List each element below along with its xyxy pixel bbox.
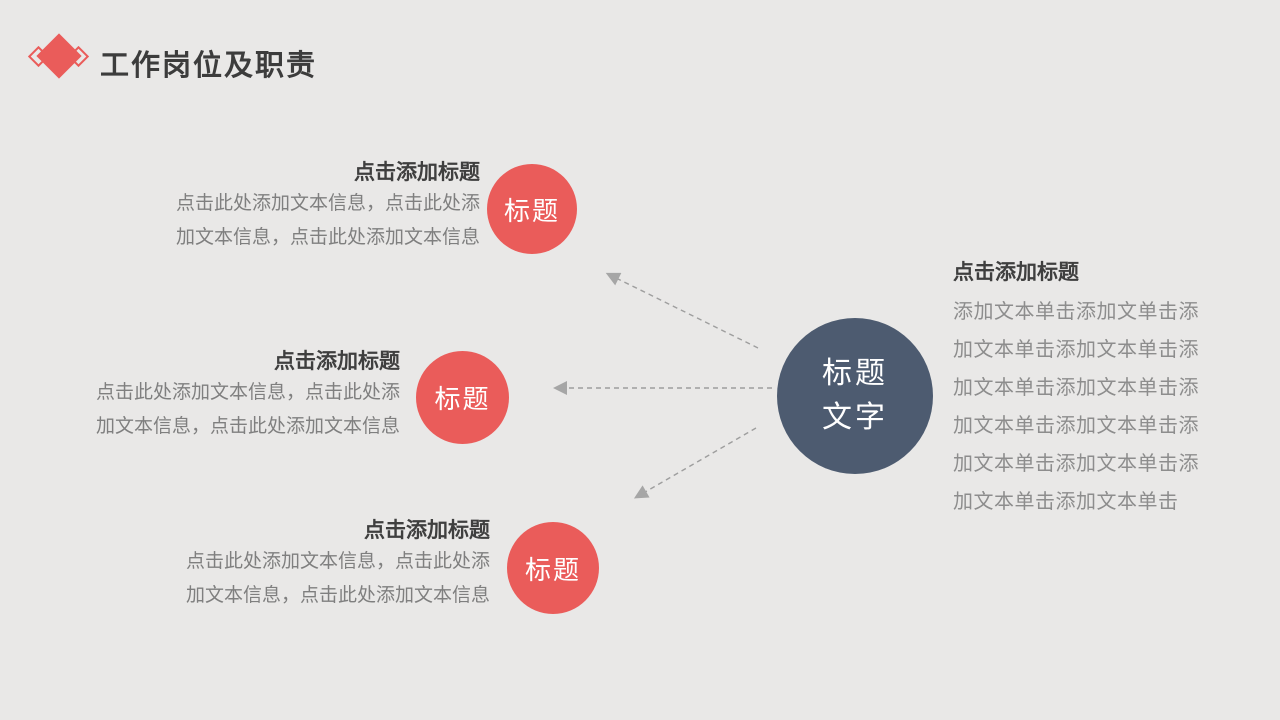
arrow-to-branch-3-icon [633, 427, 757, 499]
branch-1-body-line-2[interactable]: 加文本信息，点击此处添加文本信息 [175, 227, 480, 248]
branch-1-badge-circle[interactable]: 标题 [487, 164, 577, 254]
center-circle-label-line-1: 标题 [822, 357, 888, 390]
branch-2-badge-circle[interactable]: 标题 [416, 351, 509, 444]
center-circle[interactable]: 标题 文字 [777, 318, 933, 474]
branch-3-badge-circle[interactable]: 标题 [507, 522, 599, 614]
branch-2-heading[interactable]: 点击添加标题 [274, 350, 400, 373]
slide-title: 工作岗位及职责 [100, 50, 318, 82]
right-text-panel[interactable]: 点击添加标题 添加文本单击添加文单击添 加文本单击添加文本单击添 加文本单击添加… [953, 261, 1233, 521]
right-panel-line[interactable]: 加文本单击添加文本单击添 [953, 415, 1199, 437]
branch-2-body-line-2[interactable]: 加文本信息，点击此处添加文本信息 [95, 416, 400, 437]
diamond-icon [27, 28, 90, 88]
branch-1-text-block[interactable]: 点击添加标题 点击此处添加文本信息，点击此处添 加文本信息，点击此处添加文本信息 [130, 160, 480, 254]
branch-1-body-line-1[interactable]: 点击此处添加文本信息，点击此处添 [175, 193, 480, 214]
right-panel-line[interactable]: 添加文本单击添加文单击添 [953, 301, 1199, 323]
branch-3-body-line-2[interactable]: 加文本信息，点击此处添加文本信息 [185, 585, 490, 606]
branch-3-heading[interactable]: 点击添加标题 [364, 519, 490, 542]
arrow-to-branch-1-icon [605, 272, 759, 349]
right-panel-line[interactable]: 加文本单击添加文本单击添 [953, 377, 1199, 399]
diamond-shape-icon [36, 33, 82, 79]
branch-3-body-line-1[interactable]: 点击此处添加文本信息，点击此处添 [185, 551, 490, 572]
branch-1-heading[interactable]: 点击添加标题 [354, 161, 480, 184]
right-panel-line[interactable]: 加文本单击添加文本单击添 [953, 453, 1199, 475]
right-panel-heading[interactable]: 点击添加标题 [953, 261, 1079, 284]
branch-2-body-line-1[interactable]: 点击此处添加文本信息，点击此处添 [95, 382, 400, 403]
center-circle-label-line-2: 文字 [822, 401, 888, 434]
branch-2-text-block[interactable]: 点击添加标题 点击此处添加文本信息，点击此处添 加文本信息，点击此处添加文本信息 [50, 349, 400, 443]
right-panel-line[interactable]: 加文本单击添加文本单击 [953, 491, 1179, 513]
branch-3-text-block[interactable]: 点击添加标题 点击此处添加文本信息，点击此处添 加文本信息，点击此处添加文本信息 [140, 518, 490, 612]
right-panel-line[interactable]: 加文本单击添加文本单击添 [953, 339, 1199, 361]
